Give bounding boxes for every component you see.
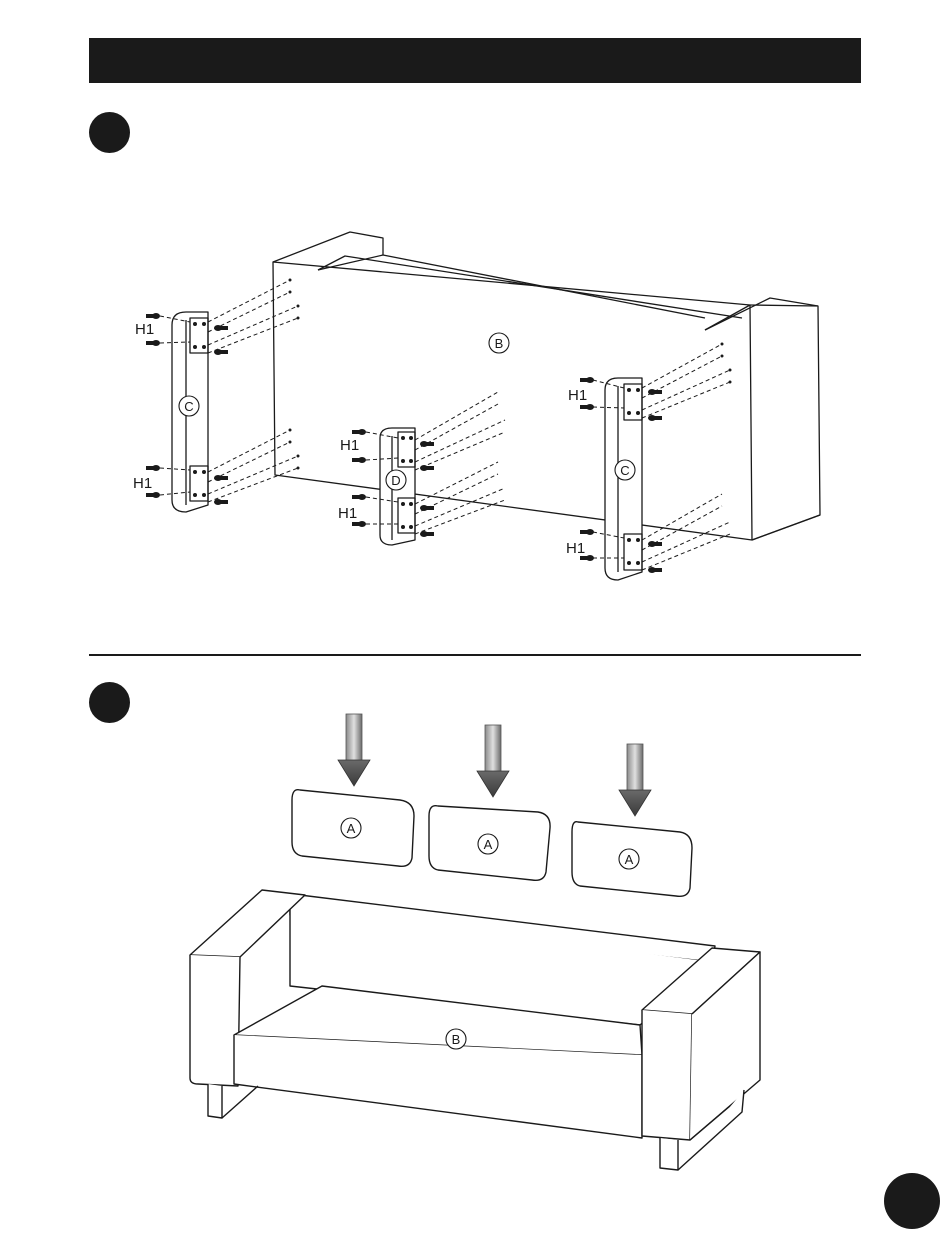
screw-icon — [146, 313, 160, 319]
screw-label-h1: H1 — [566, 540, 585, 557]
screw-icon — [420, 531, 434, 537]
cushion-label-a: A — [484, 837, 493, 852]
screw-icon — [648, 541, 662, 547]
cushion-label-a: A — [347, 821, 356, 836]
screw-icon — [146, 492, 160, 498]
screw-icon — [214, 349, 228, 355]
sofa-base-board — [273, 232, 820, 540]
screw-icon — [146, 465, 160, 471]
down-arrow-icon — [477, 725, 509, 797]
part-label-b: B — [495, 336, 504, 351]
part-label-d: D — [391, 473, 400, 488]
part-label-c-left: C — [184, 399, 193, 414]
screw-label-h1: H1 — [133, 475, 152, 492]
screw-icon — [420, 505, 434, 511]
step-1-diagram: B C D C H1 H1 H1 H1 H1 H1 — [0, 0, 950, 660]
screw-icon — [580, 529, 594, 535]
part-label-c-right: C — [620, 463, 629, 478]
cushion-label-a: A — [625, 852, 634, 867]
screw-icon — [648, 567, 662, 573]
screw-label-h1: H1 — [568, 387, 587, 404]
screw-label-h1: H1 — [135, 321, 154, 338]
screw-icon — [352, 494, 366, 500]
screw-label-h1: H1 — [338, 505, 357, 522]
screw-label-h1: H1 — [340, 437, 359, 454]
down-arrow-icon — [619, 744, 651, 816]
down-arrow-icon — [338, 714, 370, 786]
sofa-label-b: B — [452, 1032, 461, 1047]
screw-icon — [214, 499, 228, 505]
sofa-assembled — [190, 890, 760, 1170]
step-2-diagram: A A A B — [0, 660, 950, 1190]
screw-icon — [146, 340, 160, 346]
